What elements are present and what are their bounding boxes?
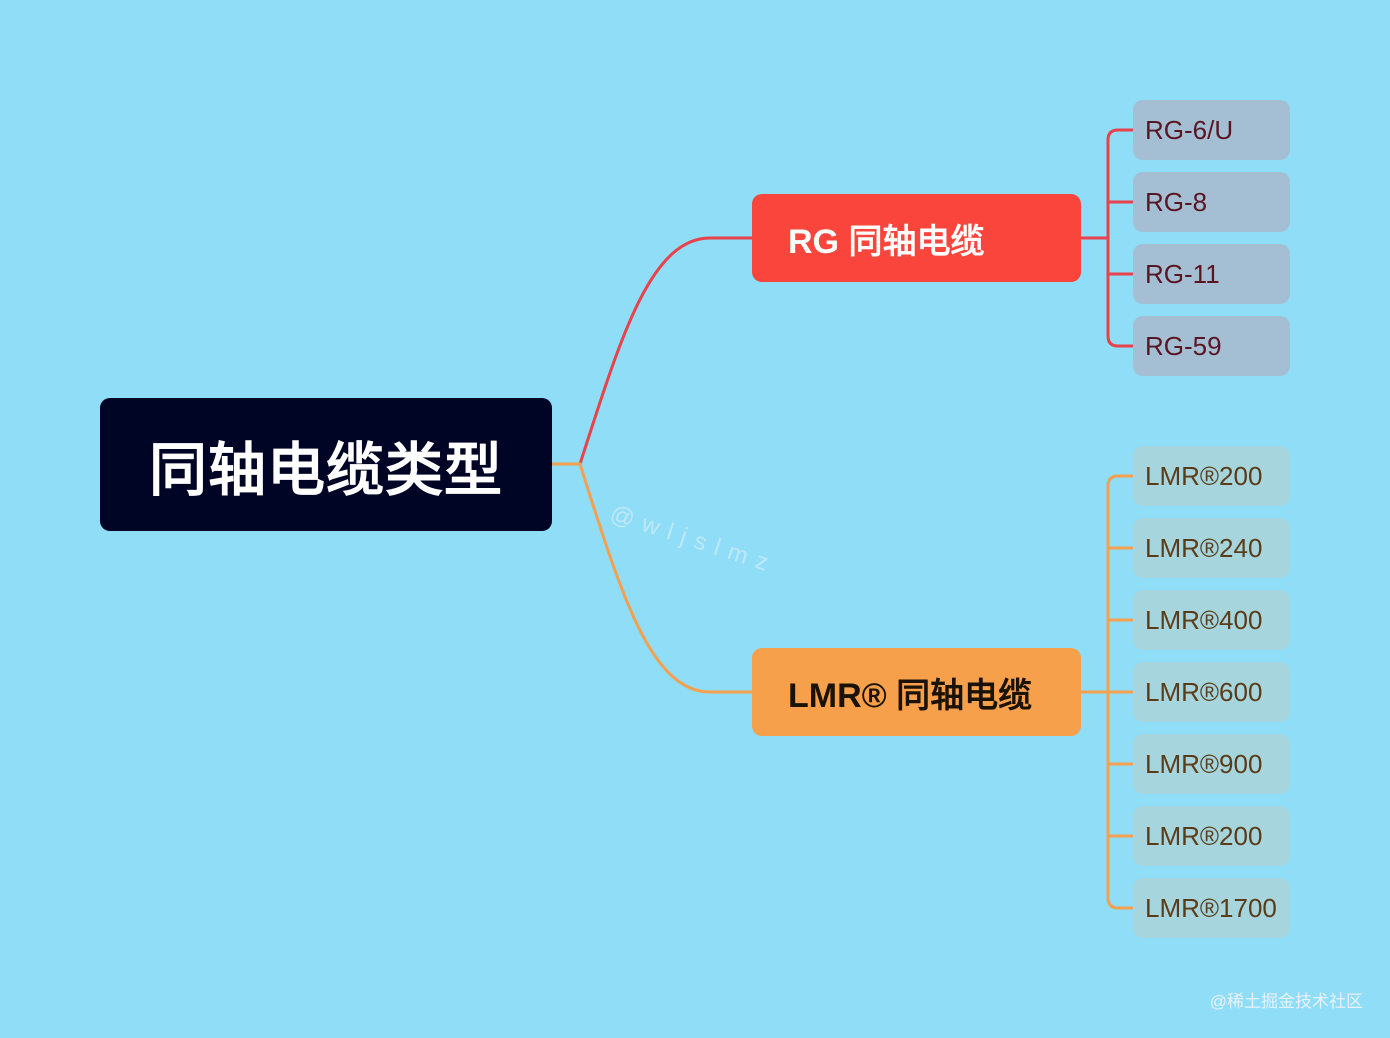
leaf-connector — [1106, 128, 1133, 141]
leaf-lmr-node[interactable]: LMR®400 — [1133, 590, 1290, 650]
branch-lmr-node[interactable]: LMR® 同轴电缆 — [752, 648, 1081, 736]
root-label: 同轴电缆类型 — [148, 437, 503, 503]
leaf-label: LMR®240 — [1145, 532, 1263, 563]
leaf-label: RG-11 — [1145, 258, 1220, 289]
leaf-label: LMR®200 — [1145, 820, 1263, 851]
leaf-lmr-node[interactable]: LMR®240 — [1133, 518, 1290, 578]
leaf-label: RG-59 — [1145, 330, 1222, 361]
leaf-connector — [1106, 897, 1133, 910]
leaf-rg-node[interactable]: RG-11 — [1133, 244, 1290, 304]
branch-rg-label: RG 同轴电缆 — [788, 222, 985, 261]
leaf-label: LMR®200 — [1145, 460, 1263, 491]
leaf-label: LMR®1700 — [1145, 892, 1277, 923]
leaf-label: RG-8 — [1145, 186, 1208, 217]
leaf-label: LMR®400 — [1145, 604, 1263, 635]
leaf-lmr-node[interactable]: LMR®200 — [1133, 806, 1290, 866]
branch-rg-node[interactable]: RG 同轴电缆 — [752, 194, 1081, 282]
root-to-lmr-connector — [552, 462, 752, 694]
leaf-lmr-node[interactable]: LMR®200 — [1133, 446, 1290, 506]
leaf-connector — [1106, 474, 1133, 487]
site-credit: @稀土掘金技术社区 — [1209, 992, 1363, 1011]
leaf-lmr-node[interactable]: LMR®900 — [1133, 734, 1290, 794]
leaf-lmr-node[interactable]: LMR®1700 — [1133, 878, 1290, 938]
leaf-rg-node[interactable]: RG-8 — [1133, 172, 1290, 232]
leaf-label: LMR®600 — [1145, 676, 1263, 707]
lmr-leaf-connectors — [1081, 474, 1133, 910]
branch-lmr-label: LMR® 同轴电缆 — [788, 676, 1033, 715]
root-to-rg-connector — [552, 236, 752, 466]
root-node[interactable]: 同轴电缆类型 — [100, 398, 552, 531]
leaf-rg-node[interactable]: RG-6/U — [1133, 100, 1290, 160]
rg-leaf-connectors — [1081, 128, 1133, 348]
leaf-rg-node[interactable]: RG-59 — [1133, 316, 1290, 376]
leaf-label: LMR®900 — [1145, 748, 1263, 779]
leaf-label: RG-6/U — [1145, 114, 1234, 145]
leaf-lmr-node[interactable]: LMR®600 — [1133, 662, 1290, 722]
leaf-connector — [1106, 335, 1133, 348]
